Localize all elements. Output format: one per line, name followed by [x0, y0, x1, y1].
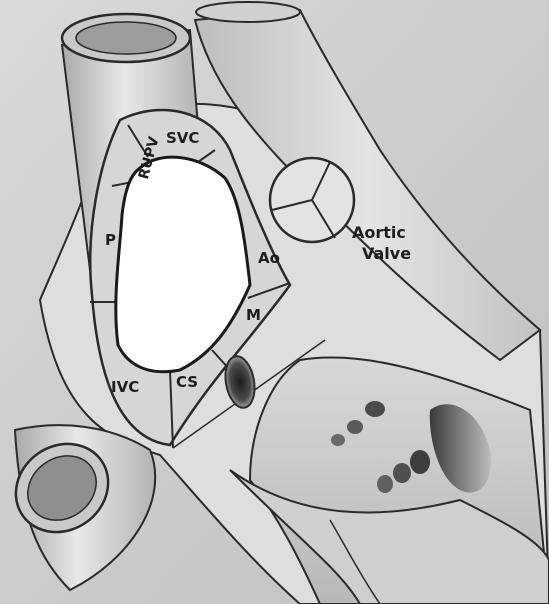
trabecula-2: [347, 420, 363, 434]
label-svc: SVC: [166, 129, 199, 147]
trabecula-5: [393, 463, 411, 483]
label-cs: CS: [176, 373, 198, 391]
label-valve: Valve: [362, 244, 411, 263]
trabecula-4: [410, 450, 430, 474]
label-aortic: Aortic: [352, 223, 406, 242]
label-m: M: [246, 306, 261, 324]
label-p: P: [105, 231, 116, 249]
trabecula-6: [377, 475, 393, 493]
aorta-top-opening: [196, 2, 300, 22]
svc-opening-inner: [76, 22, 176, 54]
label-ao: Ao: [258, 249, 280, 267]
trabecula-3: [331, 434, 345, 446]
label-ivc: IVC: [111, 378, 139, 396]
trabecula-1: [365, 401, 385, 417]
